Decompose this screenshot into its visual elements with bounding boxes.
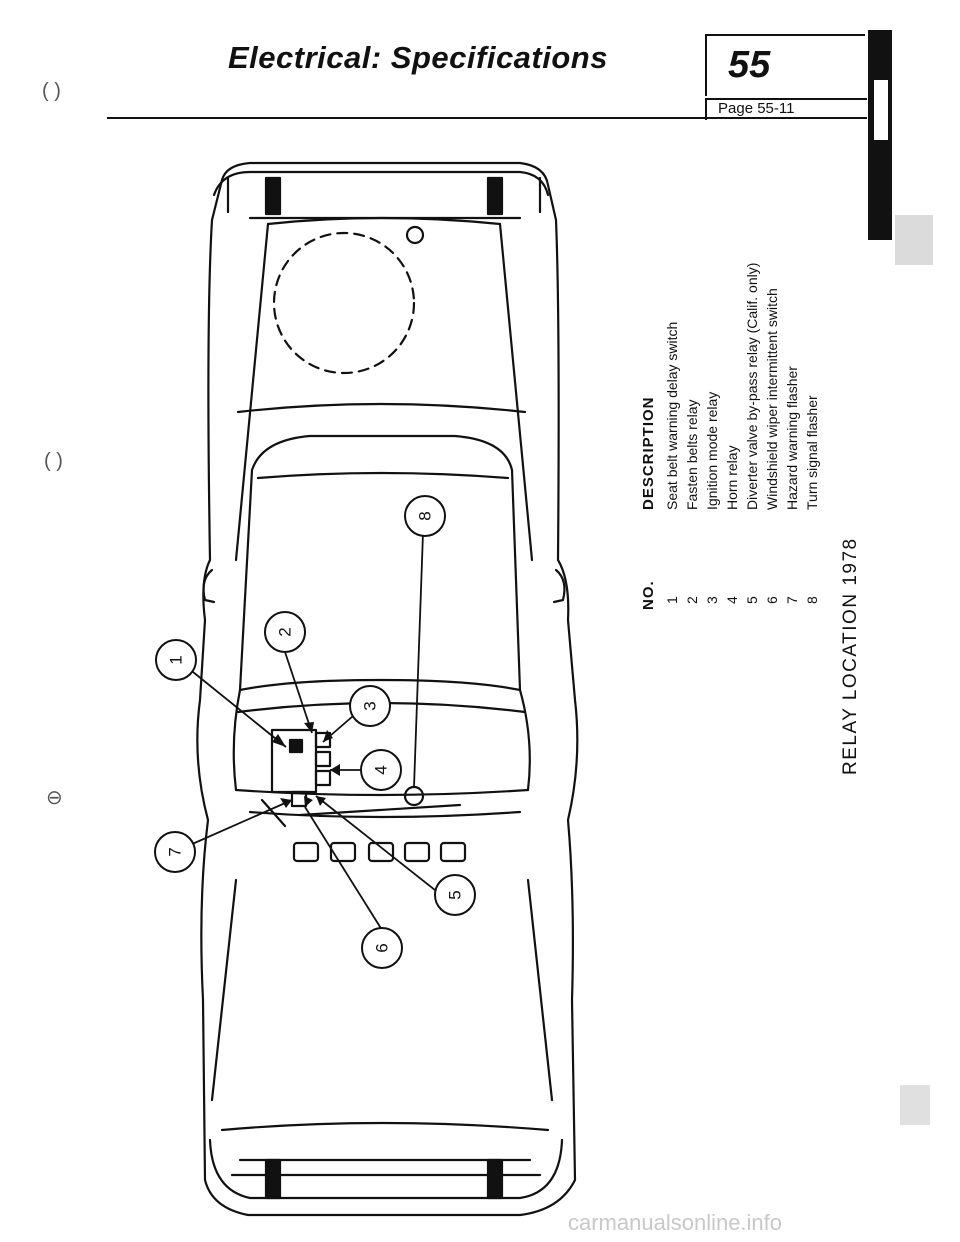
callout-label: 6	[373, 943, 392, 952]
legend-number: 1	[664, 596, 680, 604]
legend-row: 2 Fasten belts relay	[682, 150, 702, 610]
callout-4	[360, 749, 402, 791]
binder-hole-mark: ( )	[42, 80, 61, 102]
callout-label: 2	[276, 627, 295, 636]
legend-description: Diverter valve by-pass relay (Calif. onl…	[744, 262, 760, 510]
callout-label: 3	[361, 701, 380, 710]
legend-header: NO. DESCRIPTION	[640, 150, 662, 610]
legend-number: 5	[744, 596, 760, 604]
callout-label: 1	[167, 655, 186, 664]
page-title: Electrical: Specifications	[228, 40, 608, 75]
legend-number: 2	[684, 596, 700, 604]
legend-row: 6 Windshield wiper intermittent switch	[762, 150, 782, 610]
header-rule	[107, 117, 867, 119]
figure-caption-text: RELAY LOCATION 1978	[840, 537, 861, 775]
legend-col-description: DESCRIPTION	[640, 396, 657, 510]
legend-row: 3 Ignition mode relay	[702, 150, 722, 610]
callout-6	[361, 927, 403, 969]
section-thumb-tab-notch	[874, 80, 888, 140]
scan-artifact	[900, 1085, 930, 1125]
page-number: Page 55-11	[718, 100, 795, 117]
binder-hole-mark: ( )	[44, 450, 63, 472]
legend-number: 4	[724, 596, 740, 604]
legend-number: 3	[704, 596, 720, 604]
legend-description: Ignition mode relay	[704, 391, 720, 510]
legend-row: 5 Diverter valve by-pass relay (Calif. o…	[742, 150, 762, 610]
callout-3	[349, 685, 391, 727]
legend-number: 7	[784, 596, 800, 604]
callout-label: 8	[416, 511, 435, 520]
callout-label: 5	[446, 890, 465, 899]
page-number-box	[705, 98, 867, 120]
callout-label: 4	[372, 765, 391, 774]
legend-row: 4 Horn relay	[722, 150, 742, 610]
section-box-rule	[705, 34, 865, 36]
legend-row: 1 Seat belt warning delay switch	[662, 150, 682, 610]
section-number: 55	[728, 44, 771, 86]
legend-description: Hazard warning flasher	[784, 366, 800, 510]
legend-description: Seat belt warning delay switch	[664, 321, 680, 510]
legend-number: 8	[804, 596, 820, 604]
legend-row: 7 Hazard warning flasher	[782, 150, 802, 610]
callout-1	[155, 639, 197, 681]
legend-row: 8 Turn signal flasher	[802, 150, 822, 610]
scan-artifact	[895, 215, 933, 265]
callout-5	[434, 874, 476, 916]
legend-description: Fasten belts relay	[684, 399, 700, 511]
callout-2	[264, 611, 306, 653]
legend-description: Horn relay	[724, 445, 740, 510]
binder-hole-mark: ⊖	[46, 787, 63, 809]
callout-label: 7	[166, 847, 185, 856]
legend-col-no: NO.	[640, 580, 657, 610]
legend-description: Windshield wiper intermittent switch	[764, 288, 780, 510]
section-box	[705, 36, 867, 96]
legend-description: Turn signal flasher	[804, 395, 820, 510]
callout-7	[154, 831, 196, 873]
callout-8	[404, 495, 446, 537]
watermark: carmanualsonline.info	[568, 1210, 783, 1235]
legend-number: 6	[764, 596, 780, 604]
